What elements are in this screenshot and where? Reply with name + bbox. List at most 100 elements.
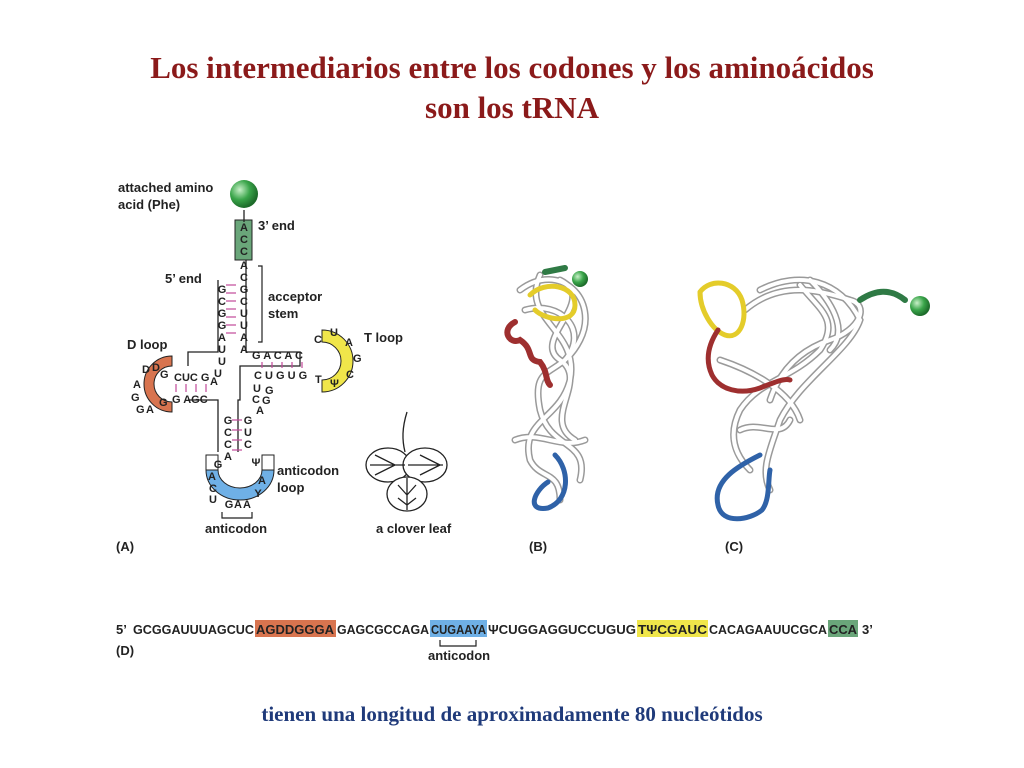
acceptor-stem-label-1: acceptor xyxy=(268,289,322,304)
svg-text:A: A xyxy=(345,337,353,349)
trna-3d-model-c xyxy=(697,276,930,522)
seq-segment-d: AGDDGGGA xyxy=(256,622,335,637)
svg-text:G: G xyxy=(265,385,274,397)
anticodon-stem-right: G U C Ψ xyxy=(244,415,261,469)
svg-text:C: C xyxy=(218,296,226,308)
seq-anticodon-label: anticodon xyxy=(428,648,490,663)
b-t-loop-ribbon xyxy=(527,283,578,322)
seq-segment-1: GCGGAUUUAGCUC xyxy=(133,622,255,637)
t-loop-label: T loop xyxy=(364,330,403,345)
cloverleaf-diagram: A C C A C G C U U A A G C G G A U U U A … xyxy=(116,180,403,554)
svg-text:U: U xyxy=(253,383,261,395)
svg-text:C: C xyxy=(244,439,252,451)
anticodon-loop-label-2: loop xyxy=(277,480,304,495)
svg-text:A: A xyxy=(240,222,248,234)
svg-text:G: G xyxy=(353,353,362,365)
seq-segment-3: GAGCGCCAGA xyxy=(337,622,430,637)
slide-title: Los intermediarios entre los codones y l… xyxy=(0,48,1024,128)
anticodon-loop-shape xyxy=(205,469,275,501)
acceptor-5-strand: G C G G A U U U A xyxy=(210,284,226,388)
svg-text:G: G xyxy=(240,284,249,296)
svg-text:C: C xyxy=(252,394,260,406)
svg-text:A: A xyxy=(208,471,216,483)
anticodon-label: anticodon xyxy=(205,521,267,536)
seq-cca-highlight xyxy=(828,620,858,637)
panel-c-label: (C) xyxy=(725,539,743,554)
svg-text:A: A xyxy=(210,376,218,388)
svg-text:U: U xyxy=(240,320,248,332)
d-loop-bases: D D G A G G A G xyxy=(131,362,169,416)
c-amino-ball xyxy=(910,296,930,316)
svg-text:C: C xyxy=(224,427,232,439)
seq-five-prime: 5’ xyxy=(116,622,127,637)
svg-text:U: U xyxy=(218,356,226,368)
seq-segment-5: ΨCUGGAGGUCCUGUG xyxy=(488,622,636,637)
svg-text:U: U xyxy=(244,427,252,439)
svg-text:A: A xyxy=(243,499,251,511)
svg-text:G: G xyxy=(218,320,227,332)
t-loop-bases: C U A G C Ψ T xyxy=(314,327,362,390)
svg-text:G: G xyxy=(214,459,223,471)
trna-3d-model-b xyxy=(504,265,589,511)
seq-t-highlight xyxy=(637,620,708,637)
svg-text:G: G xyxy=(244,415,253,427)
svg-text:A: A xyxy=(146,404,154,416)
d-arm-top: CUC G xyxy=(174,372,209,384)
svg-text:U: U xyxy=(214,368,222,380)
five-prime-end-label: 5’ end xyxy=(165,271,202,286)
svg-text:C: C xyxy=(346,369,354,381)
variable-loop-bases: U C A G G xyxy=(252,383,274,417)
acceptor-3-strand: A C C A C G C U U A A xyxy=(240,222,249,356)
seq-segment-anticodon: CUGAAYA xyxy=(431,622,487,637)
seq-segment-t: TΨCGAUC xyxy=(638,622,708,637)
t-loop-shape xyxy=(321,329,354,393)
bottom-caption: tienen una longitud de aproximadamente 8… xyxy=(261,702,763,726)
svg-text:U: U xyxy=(218,344,226,356)
three-prime-end-label: 3’ end xyxy=(258,218,295,233)
title-line-1: Los intermediarios entre los codones y l… xyxy=(150,50,874,85)
svg-text:A: A xyxy=(133,379,141,391)
d-loop-shape xyxy=(143,355,173,413)
title-line-2: son los tRNA xyxy=(425,90,599,125)
svg-text:G: G xyxy=(262,395,271,407)
seq-d-highlight xyxy=(255,620,336,637)
svg-text:A: A xyxy=(240,260,248,272)
seq-segment-7: CACAGAAUUCGCA xyxy=(709,622,828,637)
svg-text:G: G xyxy=(218,308,227,320)
amino-acid-label-2: acid (Phe) xyxy=(118,197,180,212)
svg-text:C: C xyxy=(240,246,248,258)
svg-text:C: C xyxy=(314,334,322,346)
svg-text:U: U xyxy=(209,494,217,506)
linear-sequence: 5’ GCGGAUUUAGCUC AGDDGGGA GAGCGCCAGA CUG… xyxy=(116,620,873,663)
svg-text:D: D xyxy=(142,364,150,376)
d-loop-label: D loop xyxy=(127,337,167,352)
t-arm-bottom: C U G U G xyxy=(254,370,307,382)
svg-text:G: G xyxy=(218,284,227,296)
acceptor-stem-label-2: stem xyxy=(268,306,298,321)
d-stem-pairs xyxy=(175,384,207,392)
svg-text:C: C xyxy=(240,272,248,284)
svg-text:Y: Y xyxy=(254,488,262,500)
t-arm-top: G A C A C xyxy=(252,350,303,362)
t-stem-pairs xyxy=(261,362,303,368)
d-arm-bottom: G AGC xyxy=(172,394,208,406)
anticodon-stem-left: G C C A G A xyxy=(208,415,232,483)
svg-text:G: G xyxy=(224,415,233,427)
svg-text:Ψ: Ψ xyxy=(330,378,339,390)
svg-text:A: A xyxy=(240,332,248,344)
c-t-loop-ribbon xyxy=(697,280,747,339)
clover-leaf-label: a clover leaf xyxy=(376,521,452,536)
b-d-loop-ribbon xyxy=(504,319,553,388)
svg-text:C: C xyxy=(240,296,248,308)
svg-text:A: A xyxy=(240,344,248,356)
svg-text:D: D xyxy=(152,362,160,374)
svg-text:A: A xyxy=(218,332,226,344)
c-anticodon-ribbon xyxy=(714,452,773,522)
c-d-loop-ribbon xyxy=(705,327,793,394)
svg-text:C: C xyxy=(240,234,248,246)
svg-text:G: G xyxy=(131,392,140,404)
clover-leaf-illustration xyxy=(365,411,448,512)
svg-text:A: A xyxy=(234,499,242,511)
panel-a-label: (A) xyxy=(116,539,134,554)
b-anticodon-ribbon xyxy=(531,452,568,511)
